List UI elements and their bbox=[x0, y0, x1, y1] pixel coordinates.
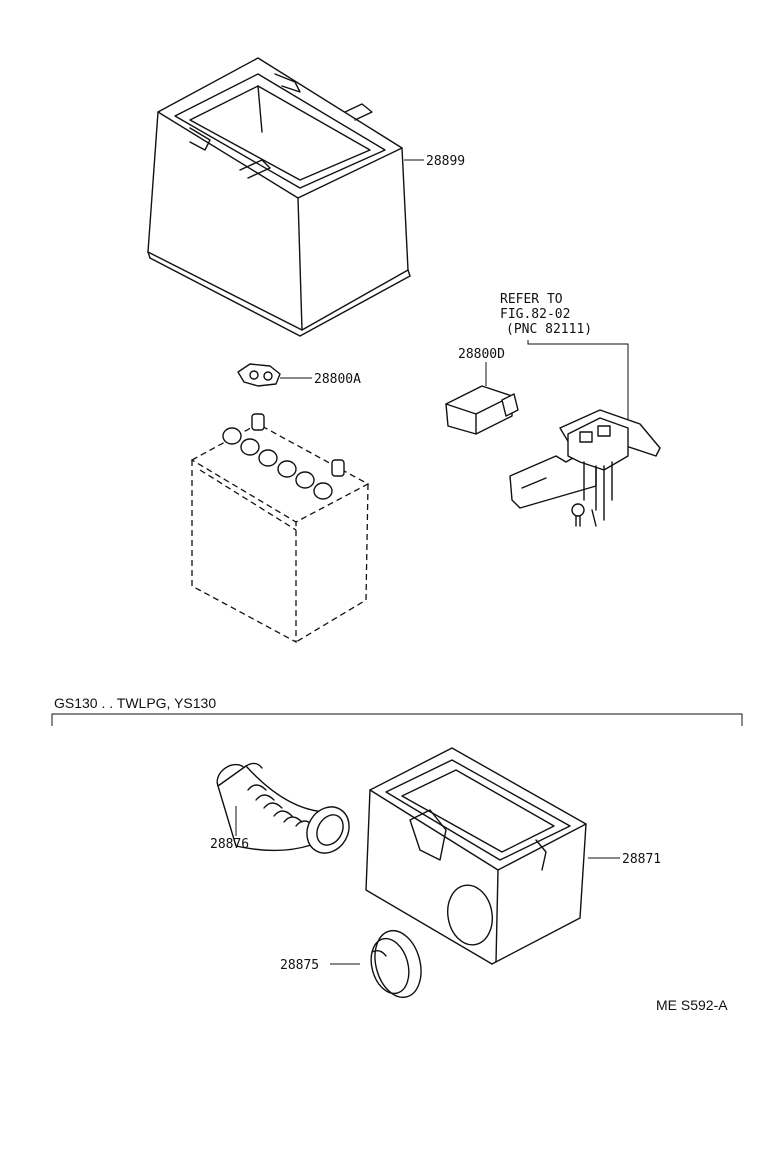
battery-drawing bbox=[190, 413, 370, 644]
relay-drawing bbox=[445, 385, 519, 435]
relay-block-drawing bbox=[509, 409, 661, 527]
clamp-part-number: 28800A bbox=[314, 372, 361, 387]
clamp-drawing bbox=[237, 363, 312, 387]
variant-bracket bbox=[51, 713, 743, 726]
battery-box-part-number: 28899 bbox=[426, 154, 465, 169]
insulator-box-drawing bbox=[365, 747, 620, 965]
hose-part-number: 28876 bbox=[210, 837, 249, 852]
diagram-code: ME S592-A bbox=[656, 997, 728, 1013]
grommet-drawing bbox=[330, 929, 422, 999]
reference-leader bbox=[527, 340, 629, 424]
hose-drawing bbox=[216, 762, 350, 854]
grommet-part-number: 28875 bbox=[280, 958, 319, 973]
battery-box-drawing bbox=[147, 57, 424, 337]
relay-part-number: 28800D bbox=[458, 347, 505, 362]
reference-line-2: FIG.82-02 bbox=[500, 307, 570, 322]
reference-line-3: (PNC 82111) bbox=[506, 322, 592, 337]
reference-line-1: REFER TO bbox=[500, 292, 563, 307]
variant-label: GS130 . . TWLPG, YS130 bbox=[54, 695, 216, 711]
insulator-box-part-number: 28871 bbox=[622, 852, 661, 867]
